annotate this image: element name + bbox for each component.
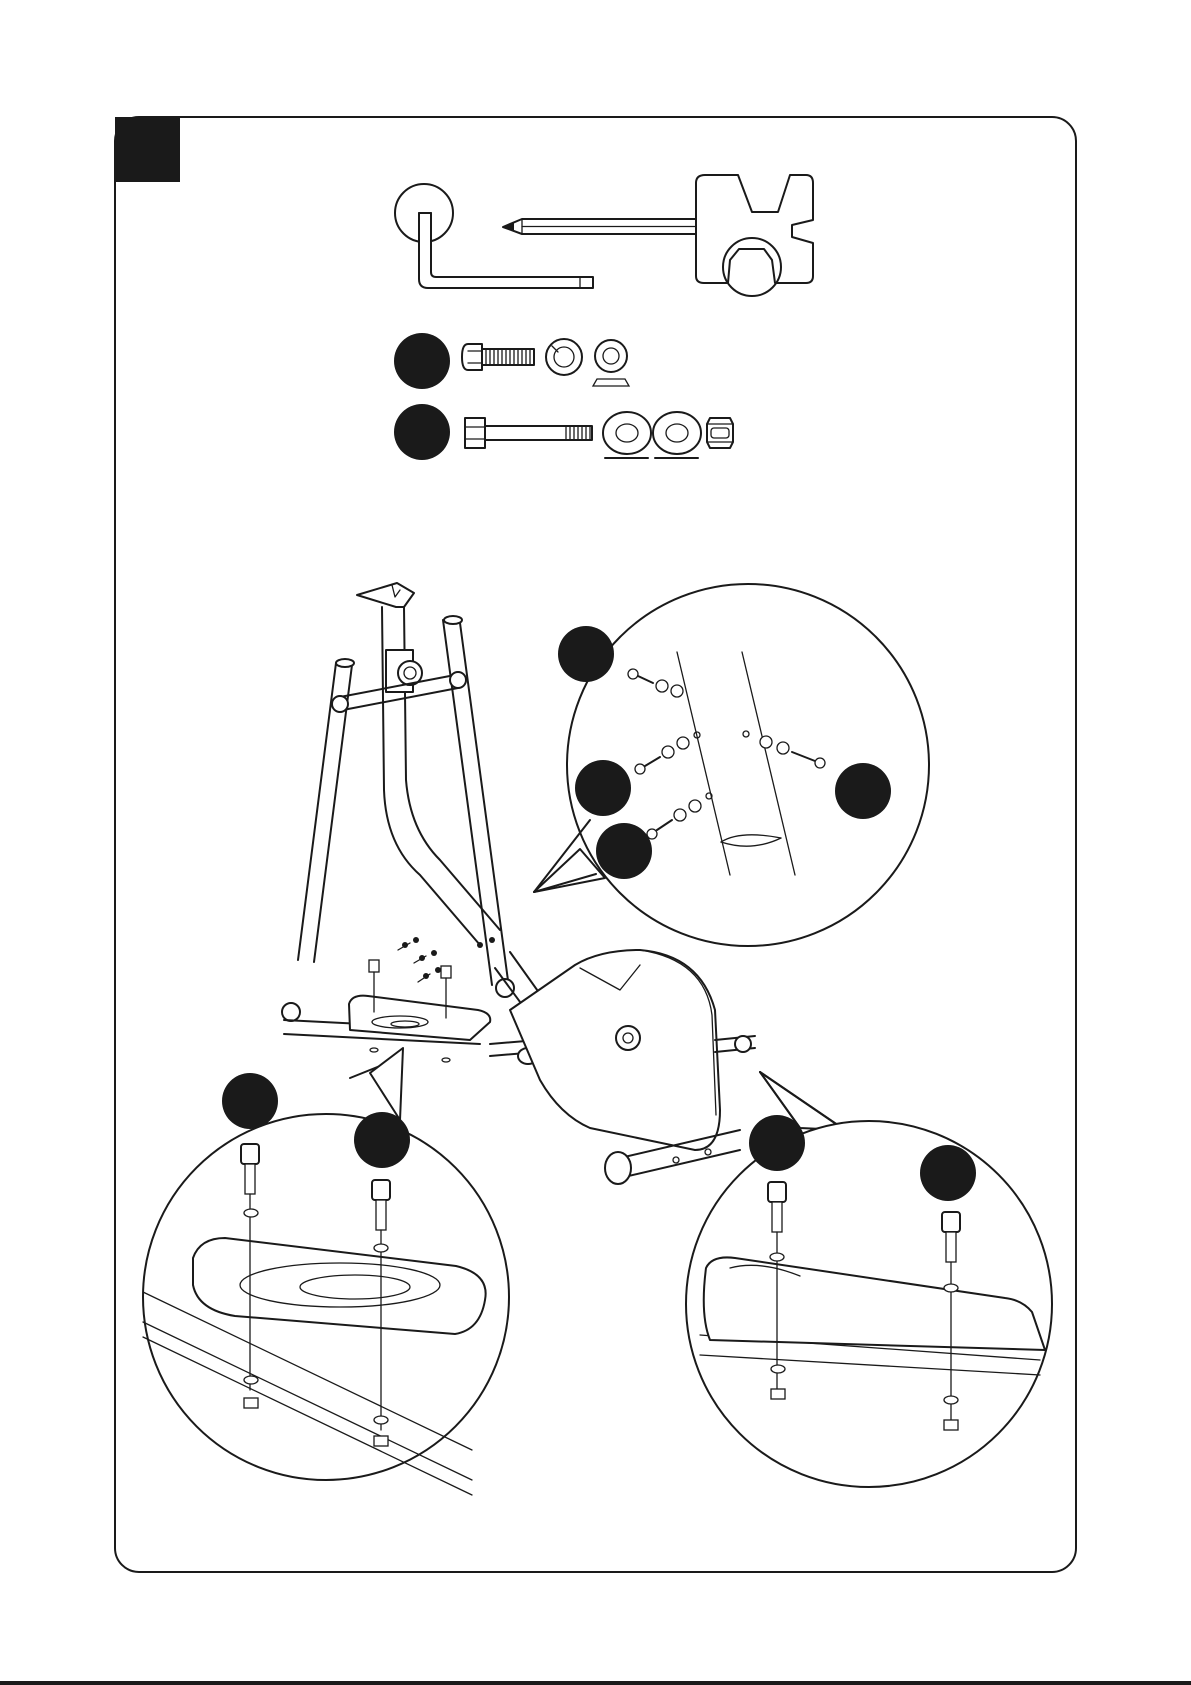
button-head-bolt-icon <box>462 344 534 370</box>
detail-view-left-pedal <box>143 1048 509 1495</box>
hardware-callout-badge <box>394 333 450 389</box>
step-number-badge <box>115 117 180 182</box>
detail-view-right-pedal <box>686 1072 1052 1487</box>
callout-badge <box>575 760 631 816</box>
spanner-icon <box>696 175 813 296</box>
flat-washer-icon <box>653 412 701 458</box>
callout-badge <box>558 626 614 682</box>
bottom-rule <box>0 1681 1191 1685</box>
allen-key-icon <box>395 184 593 288</box>
callout-badge <box>835 763 891 819</box>
screwdriver-icon <box>503 219 716 234</box>
callout-badge <box>920 1145 976 1201</box>
callout-badge <box>354 1112 410 1168</box>
detail-view-mast-bolts <box>534 584 929 946</box>
flat-washer-icon <box>593 340 629 386</box>
nylon-nut-icon <box>707 418 733 448</box>
callout-badge <box>596 823 652 879</box>
hardware-row-2 <box>394 404 733 460</box>
hex-bolt-icon <box>465 418 592 448</box>
callout-badge <box>222 1073 278 1129</box>
flat-washer-icon <box>603 412 651 458</box>
hardware-row-1 <box>394 333 629 389</box>
spring-washer-icon <box>546 339 582 375</box>
hardware-callout-badge <box>394 404 450 460</box>
callout-badge <box>749 1115 805 1171</box>
